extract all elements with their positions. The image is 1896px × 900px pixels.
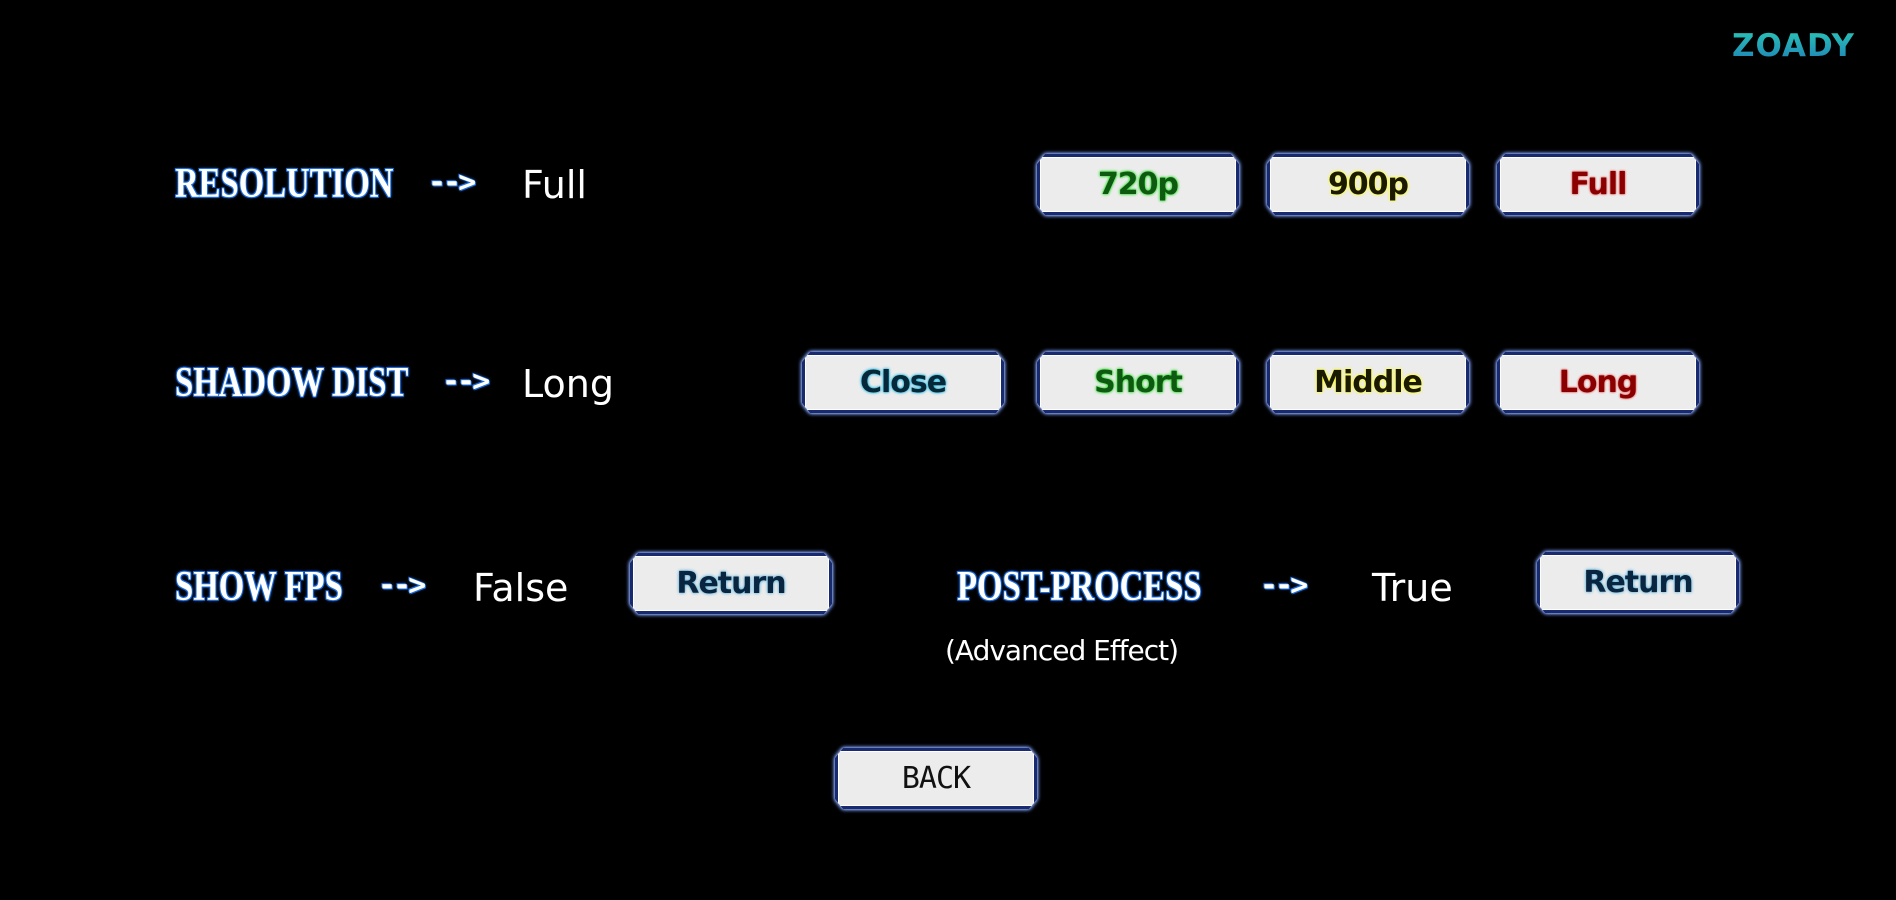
shadow-dist-value: Long (522, 362, 614, 406)
post-process-value: True (1372, 566, 1453, 610)
resolution-900p-label: 900p (1327, 166, 1409, 202)
show-fps-return-button[interactable]: Return (630, 553, 832, 614)
back-button[interactable]: BACK (835, 748, 1037, 809)
shadow-close-label: Close (859, 364, 947, 400)
shadow-long-button[interactable]: Long (1497, 352, 1699, 413)
show-fps-return-label: Return (676, 565, 786, 601)
post-process-return-button[interactable]: Return (1537, 552, 1739, 613)
shadow-short-button[interactable]: Short (1037, 352, 1239, 413)
resolution-label: RESOLUTION (175, 161, 394, 207)
resolution-full-label: Full (1569, 166, 1627, 202)
resolution-720p-label: 720p (1097, 166, 1179, 202)
show-fps-arrow: --> (378, 568, 426, 603)
zoady-logo: ZOADY (1732, 28, 1855, 64)
back-label: BACK (901, 760, 971, 796)
shadow-middle-label: Middle (1314, 364, 1422, 400)
resolution-full-button[interactable]: Full (1497, 154, 1699, 215)
shadow-close-button[interactable]: Close (802, 352, 1004, 413)
resolution-720p-button[interactable]: 720p (1037, 154, 1239, 215)
shadow-dist-label: SHADOW DIST (175, 360, 409, 406)
shadow-middle-button[interactable]: Middle (1267, 352, 1469, 413)
show-fps-value: False (473, 566, 569, 610)
resolution-value: Full (522, 163, 587, 207)
show-fps-label: SHOW FPS (175, 564, 343, 610)
post-process-arrow: --> (1260, 568, 1308, 603)
post-process-return-label: Return (1583, 564, 1693, 600)
post-process-label: POST-PROCESS (957, 564, 1202, 610)
shadow-short-label: Short (1094, 364, 1182, 400)
shadow-dist-arrow: --> (442, 364, 490, 399)
resolution-900p-button[interactable]: 900p (1267, 154, 1469, 215)
post-process-sublabel: (Advanced Effect) (945, 634, 1179, 667)
resolution-arrow: --> (428, 165, 476, 200)
shadow-long-label: Long (1558, 364, 1638, 400)
